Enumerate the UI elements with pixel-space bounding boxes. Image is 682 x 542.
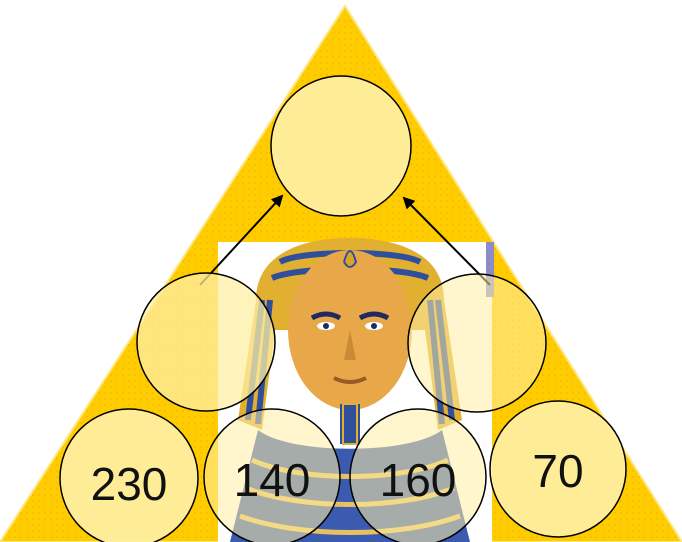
pyramid-cell-middle-right[interactable] [408, 274, 546, 412]
cell-value: 70 [532, 445, 583, 497]
pyramid-cell-bottom-1[interactable]: 230 [60, 409, 198, 542]
cell-value: 140 [234, 454, 311, 506]
pyramid-cell-top[interactable] [271, 76, 411, 216]
pyramid-cell-bottom-2[interactable]: 140 [204, 409, 340, 542]
pyramid-cell-middle-left[interactable] [137, 273, 275, 411]
cell-value: 230 [91, 458, 168, 510]
cell-value: 160 [380, 454, 457, 506]
pyramid-cell-bottom-4[interactable]: 70 [490, 401, 626, 537]
pyramid-cell-bottom-3[interactable]: 160 [350, 409, 486, 542]
